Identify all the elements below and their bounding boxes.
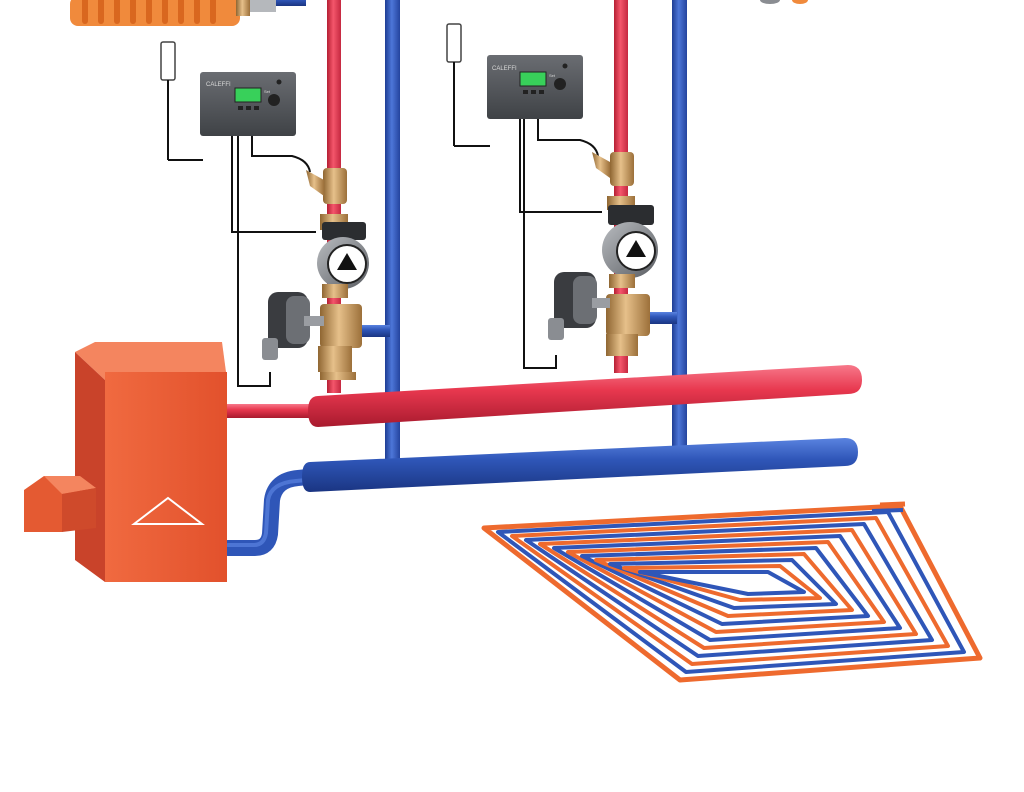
boiler-icon <box>24 342 227 582</box>
bypass-pipe-2 <box>645 312 677 324</box>
controller-knob-icon[interactable] <box>554 78 566 90</box>
temperature-sensor-icon <box>160 41 203 161</box>
radiator-icon <box>70 0 306 26</box>
boiler-symbol-icon <box>131 496 205 525</box>
pump-arrow-icon <box>337 253 357 270</box>
zone-2: CALEFFI Set <box>446 23 658 369</box>
strainer-icon <box>592 152 634 186</box>
radiator-valve-top-right-icon <box>760 0 808 4</box>
climate-controller: CALEFFI Set <box>200 72 296 136</box>
controller-button-label: Set <box>549 73 556 78</box>
return-header <box>220 438 858 556</box>
return-riser-2 <box>672 0 687 450</box>
controller-knob-icon[interactable] <box>268 94 280 106</box>
bypass-pipe-1 <box>360 325 390 337</box>
actuator-icon <box>548 272 610 340</box>
circulator-pump-icon <box>602 196 658 288</box>
zone-1: CALEFFI Set <box>160 41 369 387</box>
mixing-valve-icon <box>606 294 650 356</box>
temperature-sensor-icon <box>446 23 490 147</box>
pump-arrow-icon <box>626 240 646 257</box>
wiring-zone-2 <box>519 119 602 369</box>
supply-header <box>225 365 862 427</box>
controller-brand-label: CALEFFI <box>206 82 231 88</box>
mixing-valve-icon <box>318 304 362 372</box>
circulator-pump-icon <box>317 214 369 298</box>
actuator-icon <box>262 292 324 360</box>
climate-controller: CALEFFI Set <box>487 55 583 119</box>
strainer-icon <box>306 168 347 204</box>
floor-heating-loop-icon <box>481 501 983 683</box>
controller-button-label: Set <box>264 89 271 94</box>
wiring-zone-1 <box>231 136 316 387</box>
controller-brand-label: CALEFFI <box>492 66 517 72</box>
return-riser-1 <box>385 0 400 468</box>
